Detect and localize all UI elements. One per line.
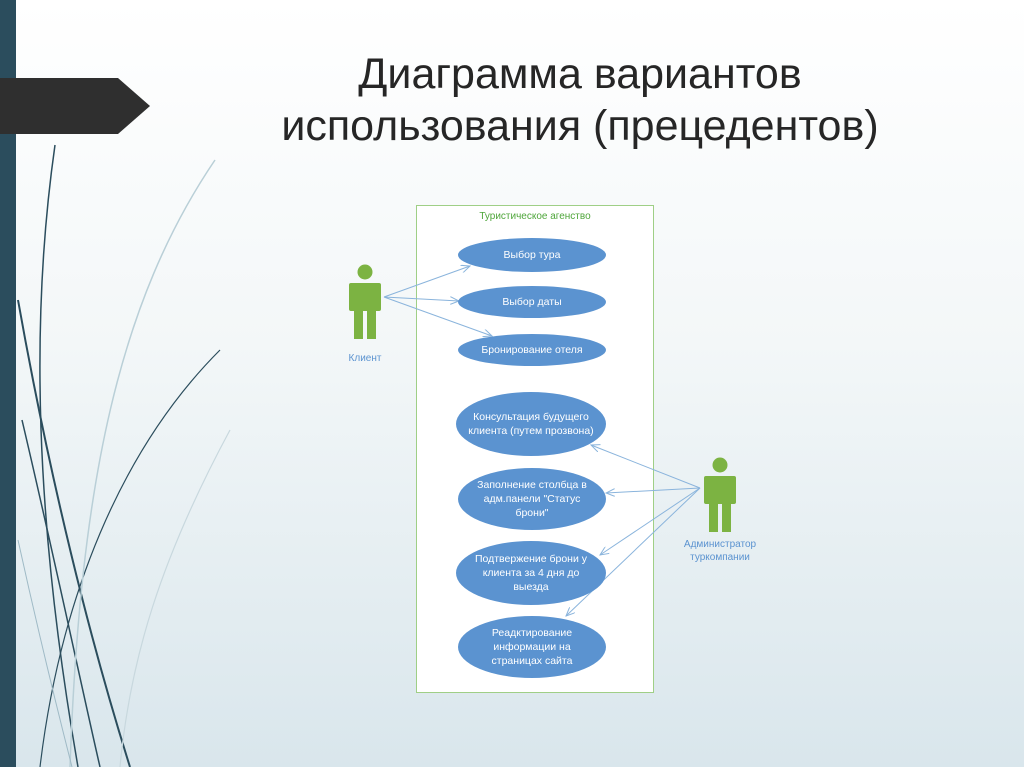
client-actor-label: Клиент (334, 352, 396, 365)
admin-actor-icon (701, 457, 739, 533)
use-case-tour-selection: Выбор тура (458, 238, 606, 272)
use-case-site-editing: Реадктирование информации на страницах с… (458, 616, 606, 678)
client-actor-icon (346, 264, 384, 340)
admin-actor-label: Администратор туркомпании (668, 538, 772, 564)
use-case-date-selection: Выбор даты (458, 286, 606, 318)
admin-label-line-1: Администратор (668, 538, 772, 551)
link-client-date (384, 297, 459, 301)
use-case-booking-status: Заполнение столбца в адм.панели "Статус … (458, 468, 606, 530)
use-case-hotel-booking: Бронирование отеля (458, 334, 606, 366)
use-case-booking-confirmation: Подтвержение брони у клиента за 4 дня до… (456, 541, 606, 605)
link-client-tour (384, 266, 470, 297)
link-admin-status (606, 488, 700, 493)
use-case-client-consultation: Консультация будущего клиента (путем про… (456, 392, 606, 456)
link-admin-consult (591, 445, 700, 488)
admin-label-line-2: туркомпании (668, 551, 772, 564)
